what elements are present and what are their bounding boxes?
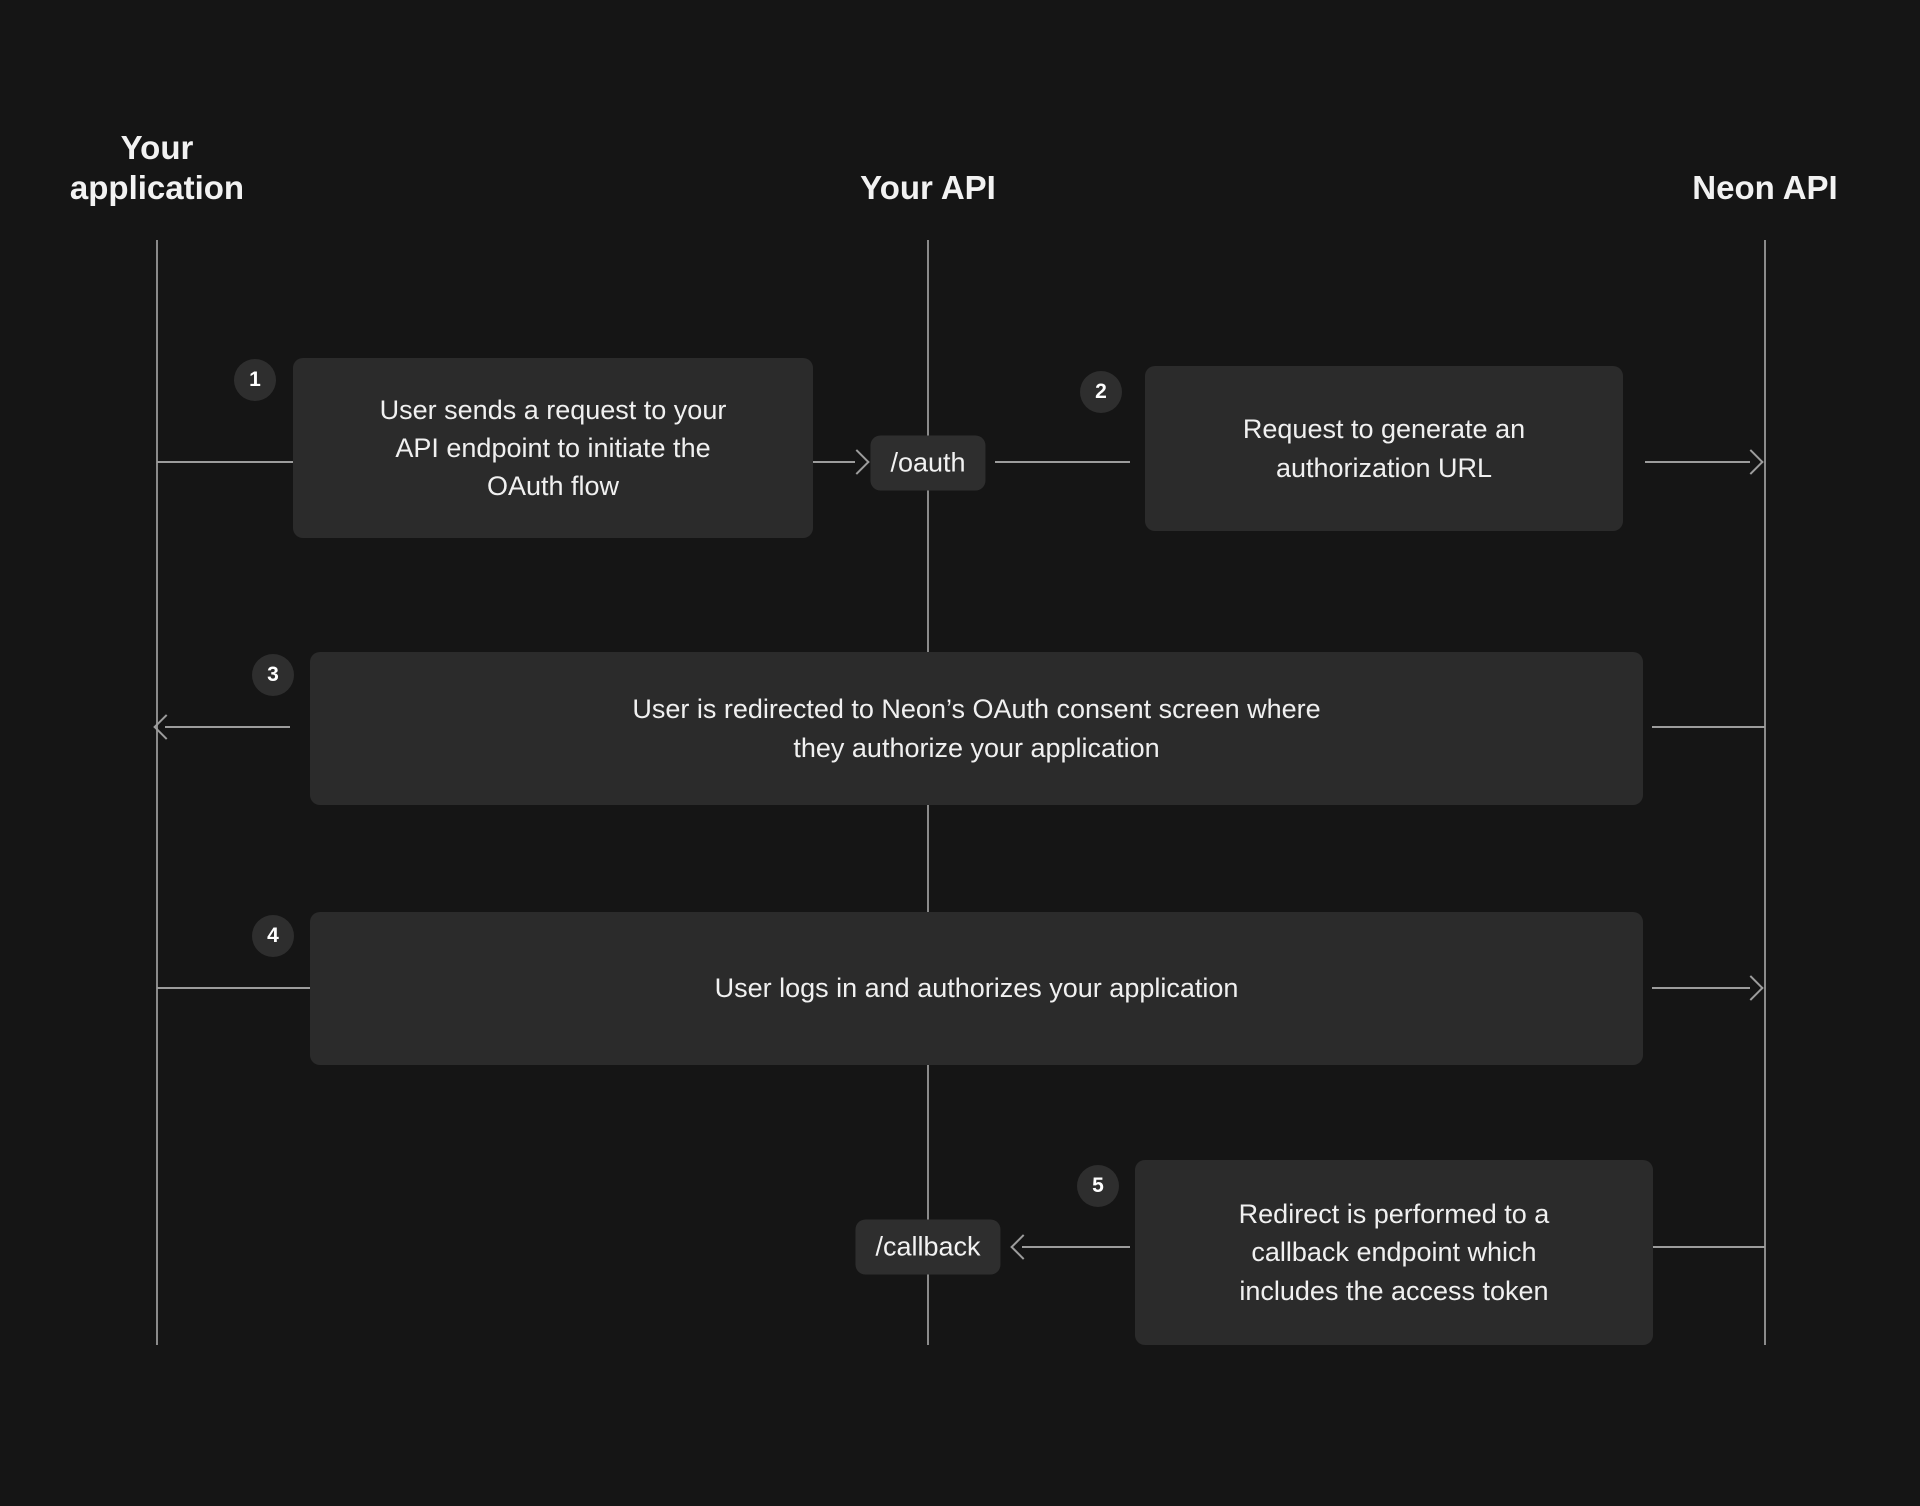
message-box-step-3: User is redirected to Neon’s OAuth conse…: [310, 652, 1643, 805]
endpoint-pill-callback[interactable]: /callback: [855, 1219, 1001, 1275]
message-text-step-1: User sends a request to your API endpoin…: [379, 394, 727, 502]
message-box-step-2: Request to generate an authorization URL: [1145, 366, 1623, 531]
endpoint-pill-oauth[interactable]: /oauth: [870, 435, 986, 491]
lifeline-neon-api: [1764, 240, 1766, 1345]
connector-step-2-left: [995, 461, 1130, 463]
step-badge-5: 5: [1077, 1165, 1119, 1207]
participant-header-neon-api: Neon API: [1692, 169, 1838, 206]
connector-step-1-to-oauth: [813, 461, 855, 463]
participant-header-your-application: Your application: [69, 129, 245, 207]
connector-step-4-right: [1652, 987, 1750, 989]
connector-step-2-right: [1645, 461, 1750, 463]
message-text-step-5: Redirect is performed to a callback endp…: [1238, 1199, 1550, 1306]
arrowhead-step-1-right: [844, 449, 870, 475]
step-badge-3: 3: [252, 654, 294, 696]
connector-step-1-left: [157, 461, 293, 463]
step-badge-2: 2: [1080, 371, 1122, 413]
step-badge-1: 1: [234, 359, 276, 401]
lifeline-your-application: [156, 240, 158, 1345]
message-box-step-4: User logs in and authorizes your applica…: [310, 912, 1643, 1065]
message-box-step-1: User sends a request to your API endpoin…: [293, 358, 813, 538]
participant-header-your-api: Your API: [860, 169, 996, 206]
arrowhead-step-5-left: [1010, 1234, 1036, 1260]
message-text-step-2: Request to generate an authorization URL: [1242, 414, 1526, 483]
message-box-step-5: Redirect is performed to a callback endp…: [1135, 1160, 1653, 1345]
arrowhead-step-4-right: [1738, 975, 1764, 1001]
arrowhead-step-2-right: [1738, 449, 1764, 475]
message-text-step-3: User is redirected to Neon’s OAuth conse…: [632, 694, 1321, 763]
connector-step-4-left: [157, 987, 310, 989]
message-text-step-4: User logs in and authorizes your applica…: [714, 973, 1239, 1004]
connector-step-5-to-callback: [1022, 1246, 1130, 1248]
step-badge-4: 4: [252, 915, 294, 957]
connector-step-3-right: [1652, 726, 1765, 728]
connector-step-5-right: [1653, 1246, 1765, 1248]
connector-step-3-left: [165, 726, 290, 728]
